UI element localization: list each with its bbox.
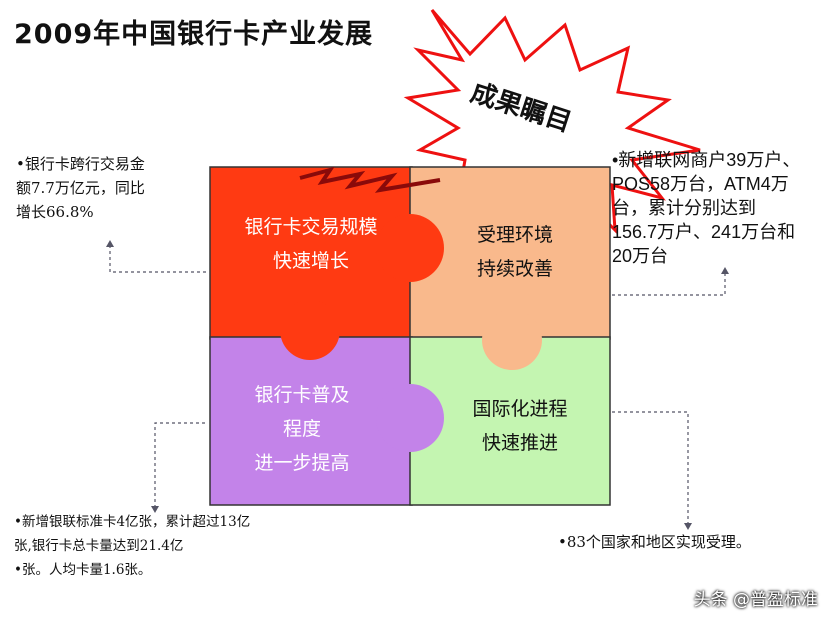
puzzle-knob — [482, 310, 542, 370]
connector-lines — [109, 245, 726, 525]
note-line: •新增银联标准卡4亿张，累计超过13亿 — [14, 514, 251, 530]
piece-text-international: 国际化进程 快速推进 — [430, 392, 610, 460]
piece-line: 进一步提高 — [254, 452, 350, 474]
note-line: •银行卡跨行交易金 — [16, 155, 145, 173]
puzzle-knob — [376, 384, 444, 452]
piece-line: 快速增长 — [272, 250, 349, 272]
piece-line: 程度 — [282, 418, 321, 440]
note-line: 张,银行卡总卡量达到21.4亿 — [14, 538, 184, 554]
piece-text-popularity: 银行卡普及 程度 进一步提高 — [212, 378, 392, 480]
piece-line: 国际化进程 — [472, 398, 568, 420]
connector-arrows — [106, 240, 729, 530]
note-line: 额7.7万亿元，同比 — [16, 179, 145, 197]
note-international: •83个国家和地区实现受理。 — [558, 533, 751, 551]
note-card-issuance: •新增银联标准卡4亿张，累计超过13亿 张,银行卡总卡量达到21.4亿 •张。人… — [14, 510, 344, 582]
page-title: 2009年中国银行卡产业发展 — [14, 19, 374, 50]
note-line: 20万台 — [612, 246, 669, 266]
piece-line: 银行卡普及 — [254, 384, 350, 406]
note-line: 台，累计分别达到 — [612, 198, 756, 218]
piece-text-scale: 银行卡交易规模 快速增长 — [212, 210, 410, 278]
lightning-mark — [299, 166, 441, 193]
puzzle-knob — [280, 300, 340, 360]
note-line: •新增联网商户39万户、 — [612, 150, 801, 170]
watermark: 头条 @普盈标准 — [693, 590, 818, 610]
puzzle-knob — [376, 214, 444, 282]
piece-line: 银行卡交易规模 — [244, 216, 378, 238]
note-line: •张。人均卡量1.6张。 — [14, 562, 152, 578]
note-line: POS58万台，ATM4万 — [612, 174, 789, 194]
piece-line: 持续改善 — [476, 258, 553, 280]
piece-line: 受理环境 — [476, 224, 553, 246]
note-line: 增长66.8% — [16, 203, 94, 221]
note-acceptance-environment: •新增联网商户39万户、 POS58万台，ATM4万 台，累计分别达到 156.… — [612, 148, 832, 268]
piece-line: 快速推进 — [481, 432, 558, 454]
piece-text-environment: 受理环境 持续改善 — [430, 218, 600, 286]
note-line: 156.7万户、241万台和 — [612, 222, 796, 242]
note-transaction-volume: •银行卡跨行交易金 额7.7万亿元，同比 增长66.8% — [16, 152, 206, 224]
